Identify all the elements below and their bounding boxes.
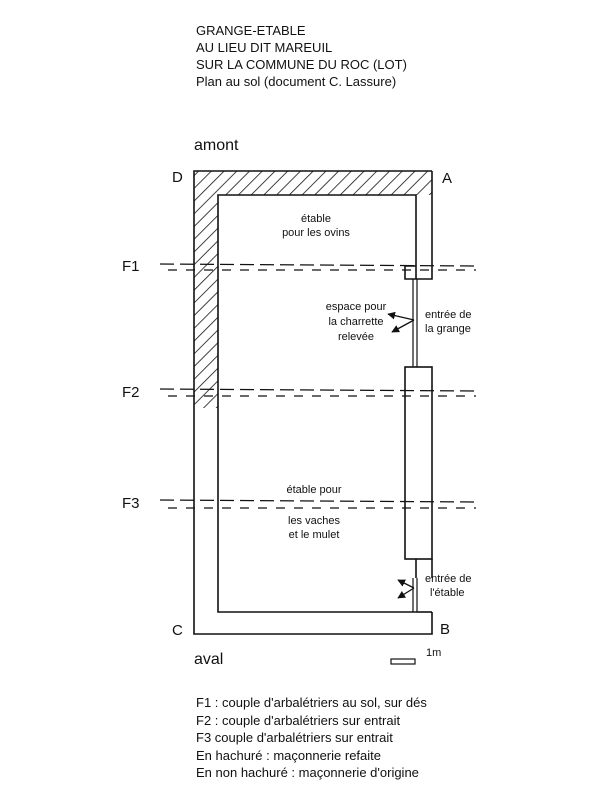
annotation-charrette: la charrette	[328, 316, 383, 328]
title-block: GRANGE-ETABLE AU LIEU DIT MAREUIL SUR LA…	[196, 22, 407, 90]
arrow-etable	[397, 579, 415, 599]
aval-label: aval	[194, 651, 223, 668]
room-label-ovins: étable	[301, 213, 331, 225]
legend-line: F3 couple d'arbalétriers sur entrait	[196, 730, 393, 745]
title-line: AU LIEU DIT MAREUIL	[196, 40, 333, 55]
inner-wall	[217, 194, 417, 613]
title-line: SUR LA COMMUNE DU ROC (LOT)	[196, 57, 407, 72]
truss-line-f1	[159, 263, 477, 271]
corner-label-d: D	[172, 169, 183, 186]
room-label-vaches: étable pour	[286, 484, 341, 496]
scale-bar	[390, 658, 416, 665]
legend-line: F1 : couple d'arbalétriers au sol, sur d…	[196, 695, 427, 710]
corner-label-c: C	[172, 622, 183, 639]
arrow-charrette	[387, 311, 415, 333]
truss-line-f2	[159, 388, 477, 397]
annotation-etable: entrée de	[425, 573, 471, 585]
annotation-etable: l'étable	[430, 587, 465, 599]
legend-line: F2 : couple d'arbalétriers sur entrait	[196, 712, 401, 728]
truss-label-f2: F2	[122, 384, 140, 401]
hatched-masonry	[194, 171, 432, 408]
truss-line-f3	[159, 499, 477, 509]
title-line: Plan au sol (document C. Lassure)	[196, 74, 397, 89]
legend-line: En hachuré : maçonnerie refaite	[196, 747, 381, 763]
annotation-grange: entrée de	[425, 309, 471, 321]
room-label-vaches: et le mulet	[289, 529, 340, 541]
room-label-vaches: les vaches	[288, 515, 340, 527]
scale-label: 1m	[426, 647, 441, 659]
legend-block: F1 : couple d'arbalétriers au sol, sur d…	[196, 694, 427, 782]
pillar-lower	[415, 559, 433, 578]
annotation-grange: la grange	[425, 323, 471, 335]
pillar-middle	[404, 366, 433, 560]
corner-label-b: B	[440, 621, 450, 638]
outer-wall	[193, 170, 433, 635]
room-label-ovins: pour les ovins	[282, 227, 350, 239]
amont-label: amont	[194, 137, 239, 154]
annotation-charrette: relevée	[338, 331, 374, 343]
truss-label-f1: F1	[122, 258, 140, 275]
title-line: GRANGE-ETABLE	[196, 23, 306, 38]
truss-label-f3: F3	[122, 495, 140, 512]
legend-line: En non hachuré : maçonnerie d'origine	[196, 765, 419, 780]
corner-label-a: A	[442, 170, 452, 187]
annotation-charrette: espace pour	[326, 301, 387, 313]
